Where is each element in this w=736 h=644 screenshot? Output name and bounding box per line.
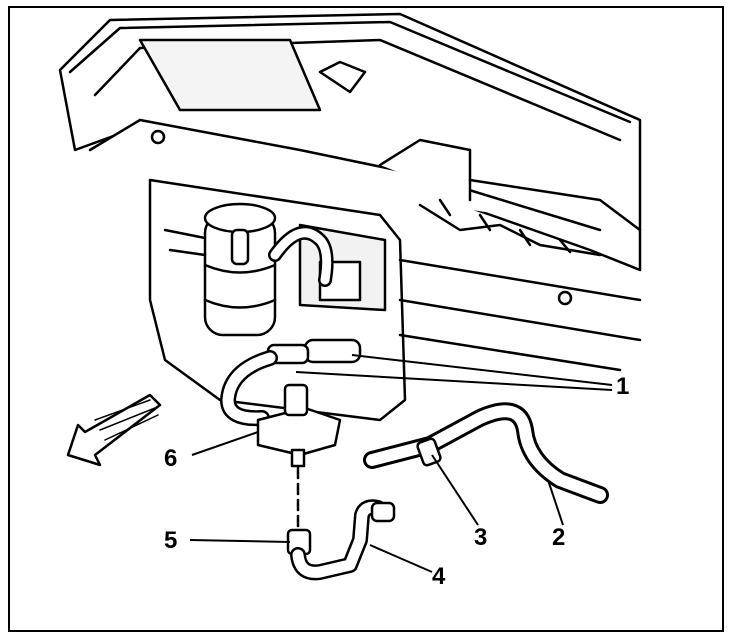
heater-hose [220, 350, 278, 427]
return-hose [363, 402, 609, 504]
callout-5: 5 [164, 527, 177, 554]
lower-hose [286, 499, 396, 581]
callout-2: 2 [552, 524, 565, 551]
callout-6: 6 [164, 445, 177, 472]
upper-hose [268, 225, 334, 287]
callout-3: 3 [474, 524, 487, 551]
dash-connectors [266, 338, 362, 365]
leader-lines [189, 354, 613, 573]
cowl-panel [58, 12, 642, 306]
heater-valve [256, 383, 342, 468]
callout-1: 1 [616, 373, 629, 400]
callout-4: 4 [432, 563, 446, 590]
accumulator [163, 202, 277, 337]
front-direction-arrow-icon [66, 393, 162, 467]
